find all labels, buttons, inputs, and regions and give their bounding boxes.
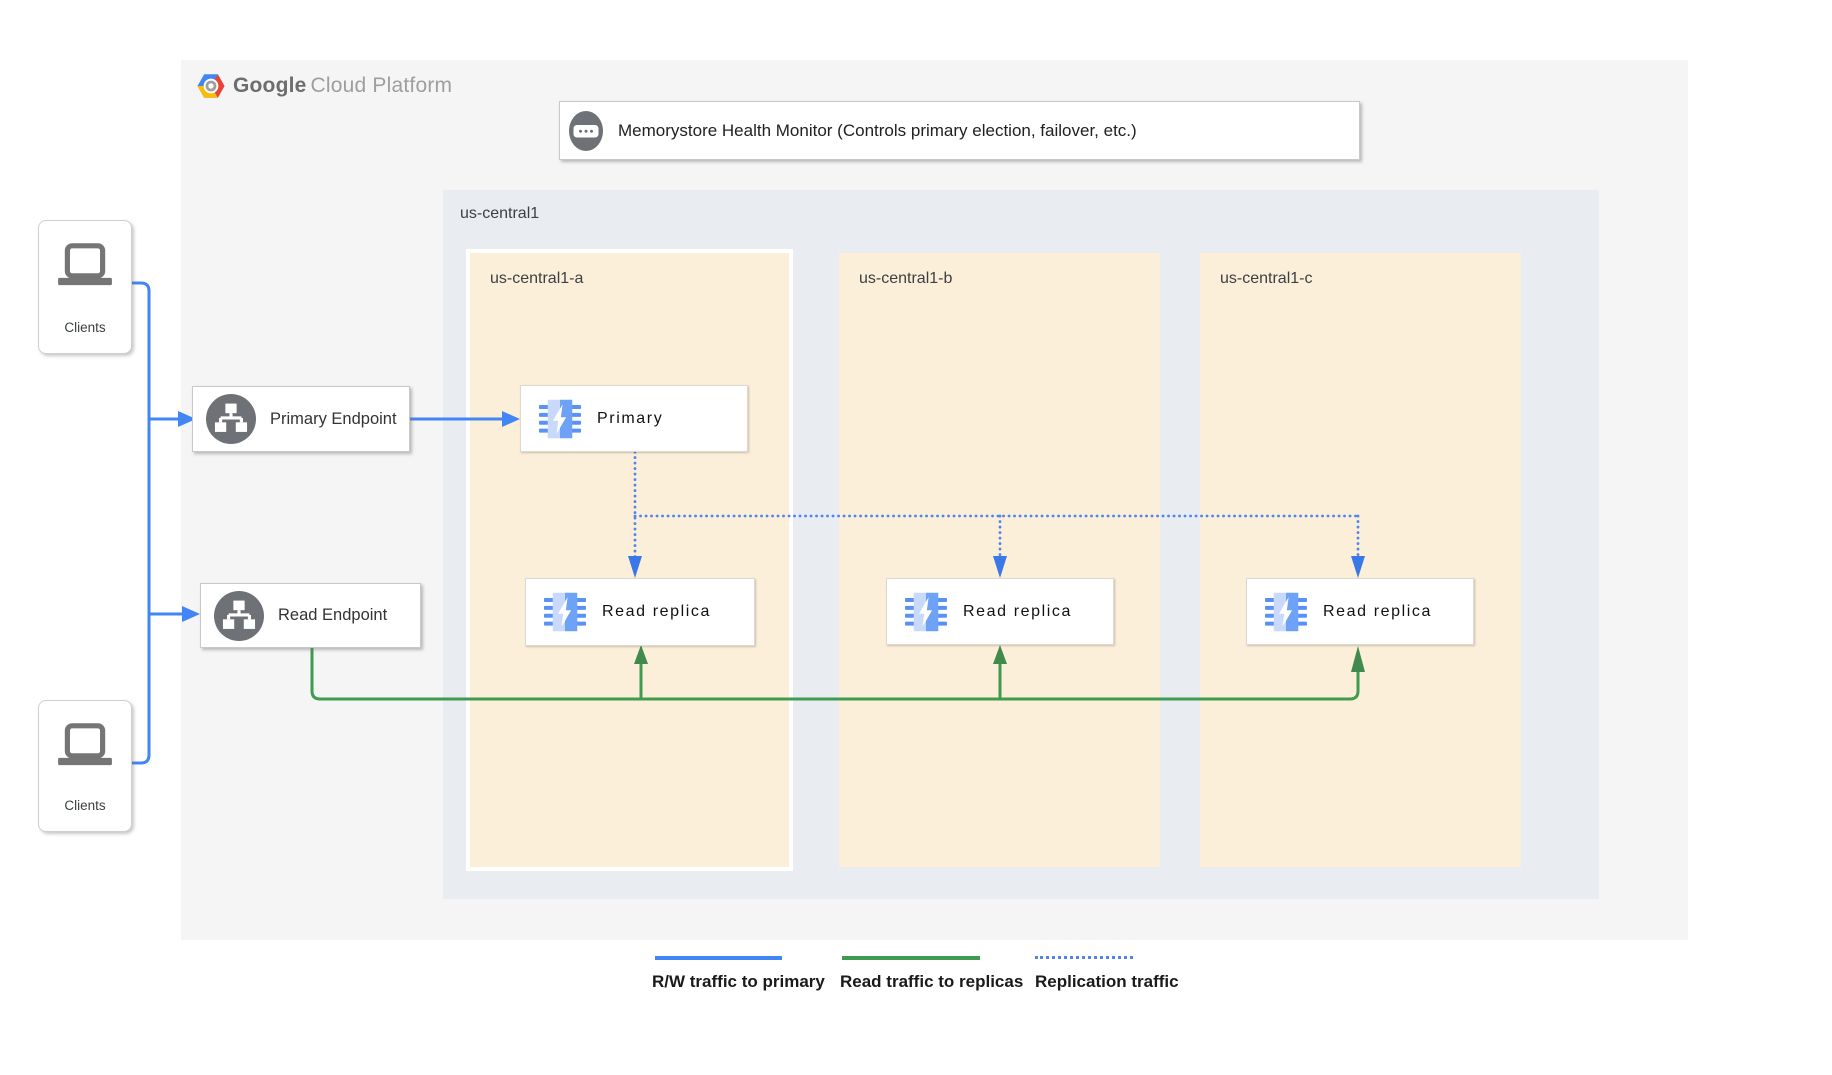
zone-us-central1-b: us-central1-b bbox=[839, 253, 1160, 867]
read-endpoint-box: Read Endpoint bbox=[200, 583, 421, 648]
legend-replication-line bbox=[1035, 956, 1133, 959]
read-replica-box-a: Read replica bbox=[525, 578, 755, 646]
memorystore-icon bbox=[1265, 592, 1307, 631]
legend-rw-label: R/W traffic to primary bbox=[652, 972, 825, 991]
primary-node-box: Primary bbox=[520, 385, 748, 452]
logo-cloud-platform-word: Cloud Platform bbox=[310, 74, 453, 97]
read-endpoint-label: Read Endpoint bbox=[278, 606, 388, 624]
zone-a-label: us-central1-a bbox=[490, 270, 584, 287]
clients-label: Clients bbox=[64, 798, 106, 813]
read-replica-box-c: Read replica bbox=[1246, 578, 1474, 645]
legend-read-label: Read traffic to replicas bbox=[840, 972, 1024, 991]
clients-box-bottom: Clients bbox=[38, 700, 132, 832]
read-replica-label: Read replica bbox=[963, 602, 1073, 620]
health-monitor-label: Memorystore Health Monitor (Controls pri… bbox=[618, 120, 1137, 140]
zone-c-label: us-central1-c bbox=[1220, 270, 1313, 287]
primary-endpoint-label: Primary Endpoint bbox=[270, 409, 397, 428]
clients-label: Clients bbox=[64, 320, 106, 335]
zone-b-label: us-central1-b bbox=[859, 270, 953, 287]
zone-us-central1-a: us-central1-a bbox=[466, 249, 793, 871]
memorystore-monitor-icon bbox=[569, 110, 603, 151]
legend-replication-label: Replication traffic bbox=[1035, 972, 1179, 991]
laptop-icon bbox=[58, 243, 112, 286]
laptop-icon bbox=[58, 723, 112, 766]
read-replica-label: Read replica bbox=[602, 603, 712, 620]
clients-box-top: Clients bbox=[38, 220, 132, 354]
health-monitor-box: Memorystore Health Monitor (Controls pri… bbox=[559, 101, 1360, 160]
gcp-hexagon-icon bbox=[197, 74, 225, 98]
logo-google-word: Google bbox=[233, 74, 307, 97]
read-replica-label: Read replica bbox=[1323, 602, 1433, 620]
primary-node-label: Primary bbox=[597, 409, 664, 427]
primary-endpoint-box: Primary Endpoint bbox=[192, 386, 410, 452]
network-endpoint-icon bbox=[214, 590, 264, 641]
legend-read-line bbox=[842, 956, 980, 960]
memorystore-icon bbox=[905, 592, 947, 631]
network-endpoint-icon bbox=[206, 394, 256, 444]
zone-us-central1-c: us-central1-c bbox=[1200, 253, 1521, 867]
memorystore-icon bbox=[544, 592, 586, 632]
region-label: us-central1 bbox=[460, 205, 540, 222]
read-replica-box-b: Read replica bbox=[886, 578, 1114, 645]
memorystore-icon bbox=[539, 399, 581, 438]
legend-rw-line bbox=[655, 956, 782, 960]
